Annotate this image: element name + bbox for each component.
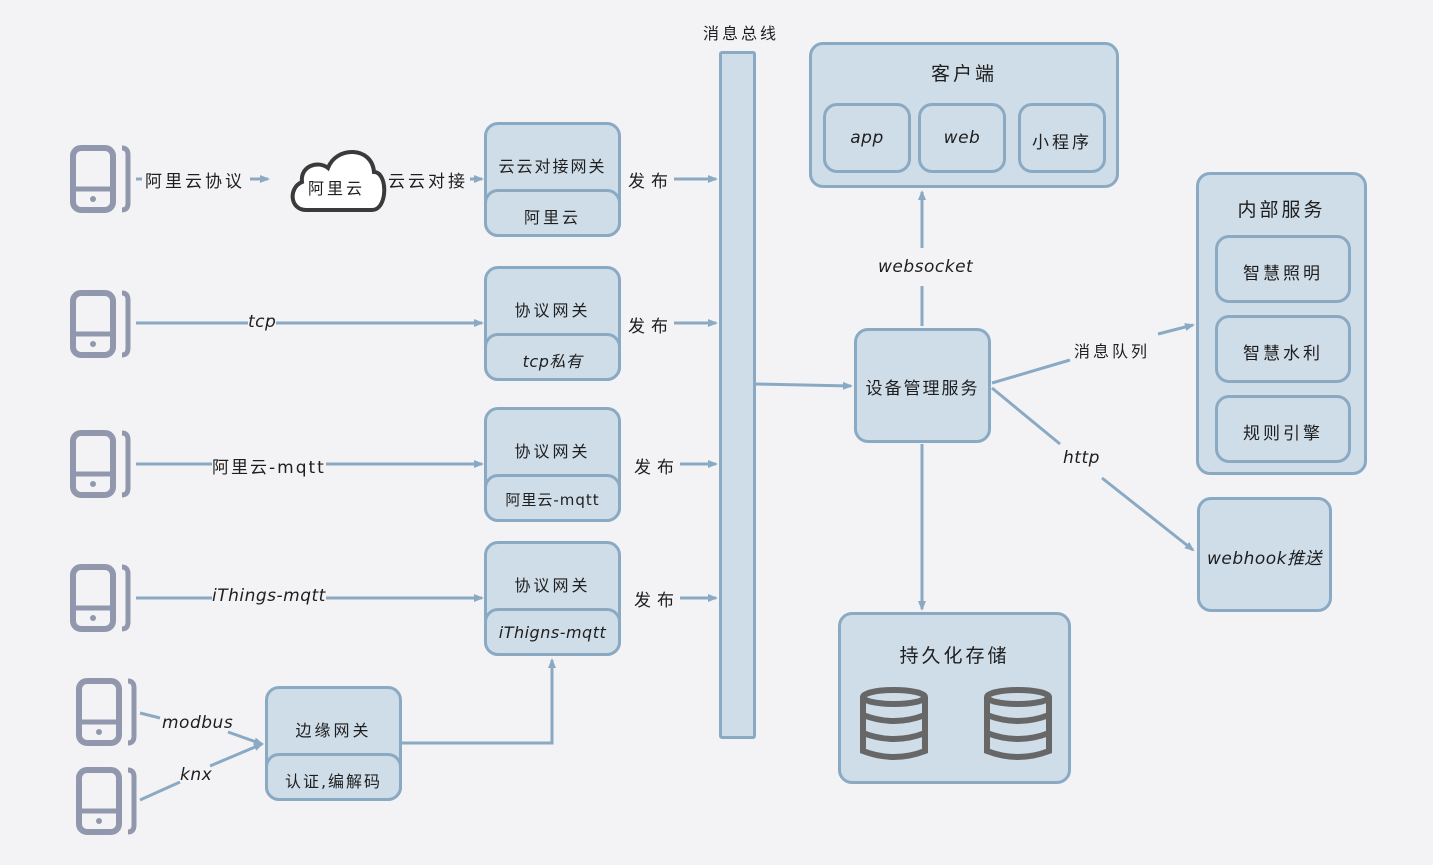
link-knx-arrow bbox=[209, 742, 264, 768]
gateway-title: 协议网关 bbox=[514, 442, 591, 461]
client-title: 客户端 bbox=[930, 63, 997, 85]
gateway-sub-box: iThigns-mqtt bbox=[484, 608, 621, 656]
link-label-modbus: modbus bbox=[162, 713, 234, 733]
cloud-label: 阿里云 bbox=[308, 179, 366, 198]
link-edge-to-gw4 bbox=[402, 658, 556, 745]
database-icon bbox=[860, 687, 928, 760]
storage-title: 持久化存储 bbox=[899, 645, 1010, 667]
link-modbus-arrow bbox=[227, 730, 264, 746]
publish-label-2: 发布 bbox=[628, 312, 674, 337]
client-item-label: web bbox=[943, 128, 981, 148]
message-bus[interactable] bbox=[719, 51, 756, 739]
link-label-mq: 消息队列 bbox=[1074, 342, 1151, 361]
publish-label-4: 发布 bbox=[634, 586, 680, 611]
link-label-aliyun-mqtt: 阿里云-mqtt bbox=[212, 453, 326, 478]
gateway-title: 云云对接网关 bbox=[498, 157, 607, 176]
device-icon-1 bbox=[70, 145, 131, 213]
internal-rule-engine[interactable]: 规则引擎 bbox=[1215, 395, 1351, 463]
device-icon-6 bbox=[76, 767, 137, 835]
internal-services-group: 内部服务 智慧照明 智慧水利 规则引擎 bbox=[1196, 172, 1367, 475]
gateway-sub: 阿里云-mqtt bbox=[505, 491, 600, 509]
link-modbus bbox=[139, 711, 161, 720]
client-miniprogram[interactable]: 小程序 bbox=[1018, 103, 1106, 173]
gateway-sub: tcp私有 bbox=[522, 352, 583, 371]
link-knx bbox=[139, 780, 181, 802]
edge-gateway[interactable]: 边缘网关 认证,编解码 bbox=[265, 686, 402, 801]
internal-item-label: 智慧水利 bbox=[1243, 344, 1323, 364]
client-item-label: app bbox=[850, 128, 884, 148]
client-web[interactable]: web bbox=[918, 103, 1006, 173]
device-icon-5 bbox=[76, 678, 137, 746]
publish-label-1: 发布 bbox=[628, 167, 674, 192]
bus-title: 消息总线 bbox=[703, 24, 780, 43]
link-label-ithings-mqtt: iThings-mqtt bbox=[212, 586, 326, 606]
gateway-tcp[interactable]: 协议网关 tcp私有 bbox=[484, 266, 621, 381]
client-item-label: 小程序 bbox=[1032, 133, 1092, 153]
link-service-mq-upper bbox=[1157, 323, 1195, 336]
link-label-tcp: tcp bbox=[248, 312, 277, 332]
client-group: 客户端 app web 小程序 bbox=[809, 42, 1119, 188]
device-service-title: 设备管理服务 bbox=[865, 379, 980, 399]
internal-smart-water[interactable]: 智慧水利 bbox=[1215, 315, 1351, 383]
cloud-icon bbox=[290, 150, 387, 212]
device-icon-2 bbox=[70, 290, 131, 358]
edge-gateway-title: 边缘网关 bbox=[295, 721, 372, 740]
device-icon-4 bbox=[70, 564, 131, 632]
gateway-sub-box: 阿里云-mqtt bbox=[484, 474, 621, 522]
webhook-push[interactable]: webhook推送 bbox=[1197, 497, 1332, 612]
edge-gateway-sub: 认证,编解码 bbox=[284, 772, 383, 791]
link-label-aliyun-protocol: 阿里云协议 bbox=[145, 172, 245, 192]
gateway-sub-box: tcp私有 bbox=[484, 333, 621, 381]
link-service-http-upper bbox=[1101, 476, 1195, 552]
device-management-service[interactable]: 设备管理服务 bbox=[854, 328, 991, 443]
edge-gateway-sub-box: 认证,编解码 bbox=[265, 753, 402, 801]
gateway-aliyun-mqtt[interactable]: 协议网关 阿里云-mqtt bbox=[484, 407, 621, 522]
link-label-knx: knx bbox=[180, 765, 213, 785]
link-service-mq-lower bbox=[991, 358, 1071, 385]
link-bus-to-service bbox=[755, 381, 853, 390]
gateway-sub: 阿里云 bbox=[523, 208, 581, 227]
persistent-storage[interactable]: 持久化存储 bbox=[838, 612, 1071, 784]
publish-label-3: 发布 bbox=[634, 453, 680, 478]
internal-item-label: 智慧照明 bbox=[1243, 264, 1323, 284]
gateway-sub: iThigns-mqtt bbox=[498, 623, 607, 642]
gateway-ithings-mqtt[interactable]: 协议网关 iThigns-mqtt bbox=[484, 541, 621, 656]
internal-smart-lighting[interactable]: 智慧照明 bbox=[1215, 235, 1351, 303]
gateway-cloud[interactable]: 云云对接网关 阿里云 bbox=[484, 122, 621, 237]
gateway-title: 协议网关 bbox=[514, 301, 591, 320]
link-label-websocket: websocket bbox=[878, 257, 974, 277]
device-icon-3 bbox=[70, 430, 131, 498]
webhook-title: webhook推送 bbox=[1206, 549, 1323, 569]
link-service-http-lower bbox=[991, 386, 1061, 446]
link-label-cloud-to-cloud: 云云对接 bbox=[388, 172, 468, 192]
gateway-title: 协议网关 bbox=[514, 576, 591, 595]
link-label-http: http bbox=[1063, 448, 1100, 468]
internal-item-label: 规则引擎 bbox=[1243, 424, 1323, 444]
database-icon bbox=[984, 687, 1052, 760]
internal-title: 内部服务 bbox=[1237, 199, 1326, 221]
client-app[interactable]: app bbox=[823, 103, 911, 173]
gateway-sub-box: 阿里云 bbox=[484, 189, 621, 237]
